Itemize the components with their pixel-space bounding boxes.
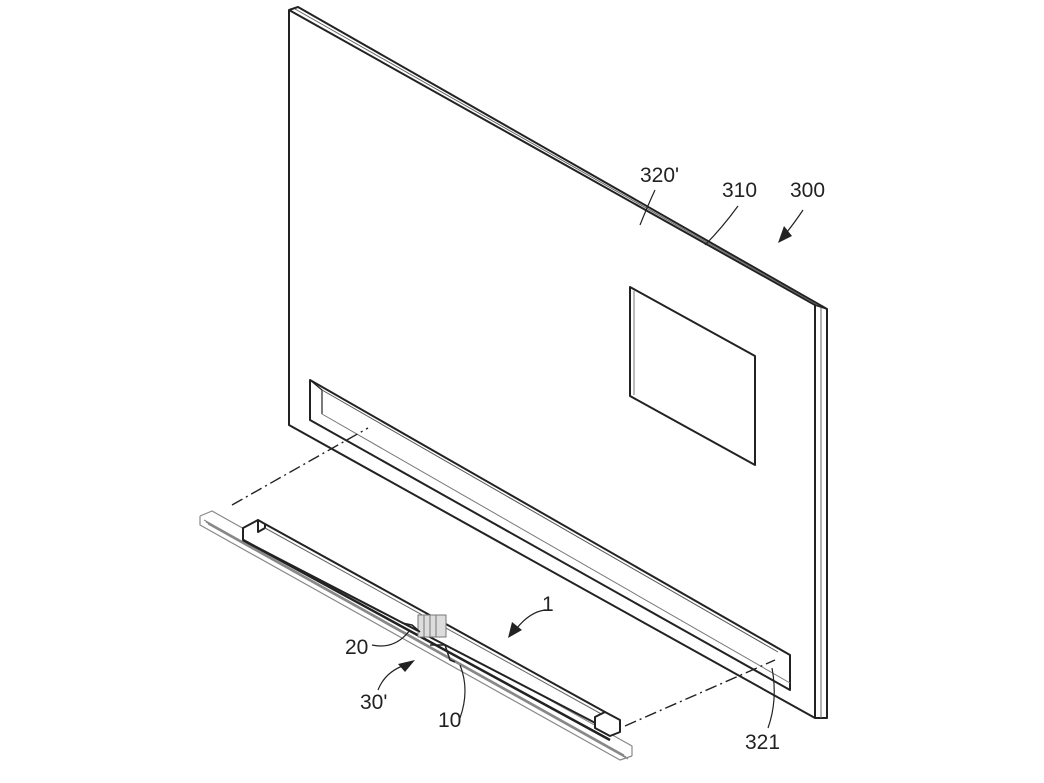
leader-310 xyxy=(704,205,739,246)
label-20: 20 xyxy=(345,636,369,659)
slot-321-outer xyxy=(309,379,791,691)
leader-30 xyxy=(377,664,406,691)
label-10: 10 xyxy=(438,709,462,732)
leader-lines xyxy=(371,189,804,729)
label-30-prime: 30' xyxy=(360,691,388,714)
leader-1 xyxy=(516,609,546,629)
panel-corner-line xyxy=(814,304,828,310)
guide-line-left xyxy=(231,427,369,506)
dash-dot-guides xyxy=(231,427,776,727)
backlight-module xyxy=(199,510,633,761)
guide-line-right xyxy=(624,659,776,727)
leader-300 xyxy=(786,209,804,233)
arrow-1-icon xyxy=(508,622,522,638)
leader-320 xyxy=(639,189,656,226)
arrowheads xyxy=(398,226,792,672)
panel-window xyxy=(629,286,756,466)
label-320-prime: 320' xyxy=(640,164,680,187)
leader-321 xyxy=(767,667,775,729)
arrow-30-icon xyxy=(398,660,415,672)
leader-20 xyxy=(371,629,411,647)
label-300: 300 xyxy=(790,179,826,202)
label-310: 310 xyxy=(722,179,758,202)
slot-321-lower xyxy=(321,413,791,684)
panel-edge-line xyxy=(294,8,822,308)
connector-20 xyxy=(401,614,456,663)
arrow-300-icon xyxy=(778,226,792,243)
slot-321-floor xyxy=(321,389,779,653)
label-1: 1 xyxy=(542,593,554,616)
display-panel xyxy=(288,6,828,719)
leader-10 xyxy=(459,664,466,719)
label-321: 321 xyxy=(745,731,781,754)
